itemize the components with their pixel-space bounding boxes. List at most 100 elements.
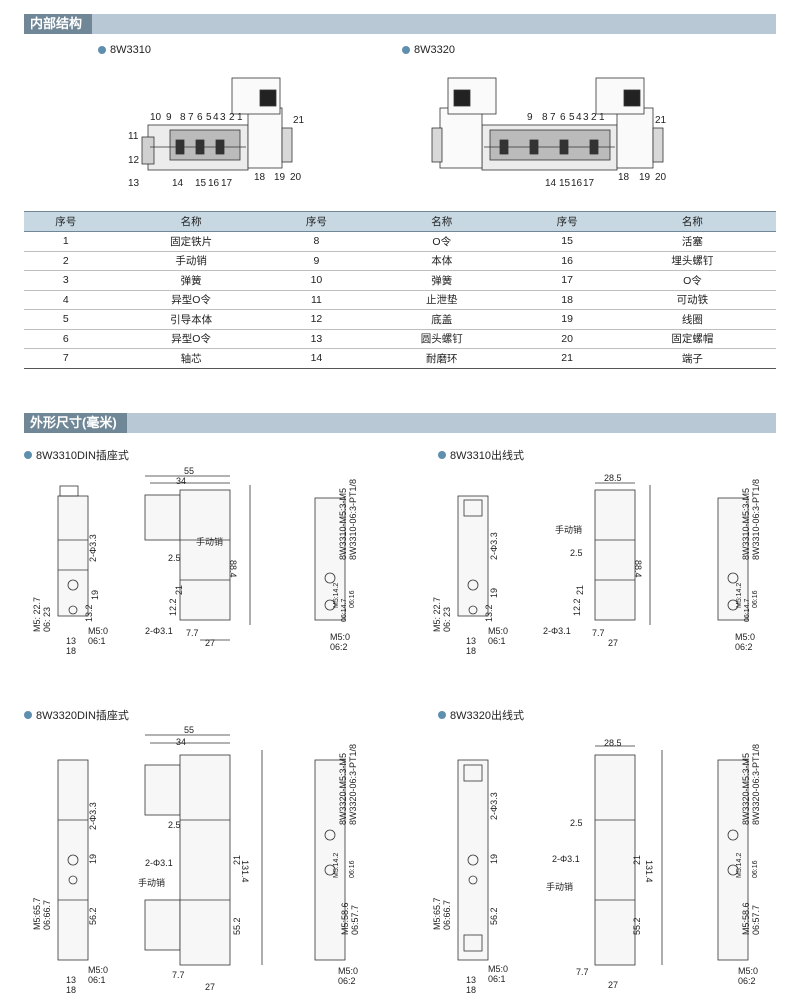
svg-text:14: 14	[545, 178, 557, 189]
svg-text:3: 3	[583, 112, 589, 123]
callout-12: 12	[128, 155, 140, 166]
svg-text:2-Φ3.1: 2-Φ3.1	[552, 854, 580, 864]
svg-text:15: 15	[559, 178, 571, 189]
callout-2: 2	[229, 112, 235, 123]
svg-text:5: 5	[569, 112, 575, 123]
bullet-icon	[24, 451, 32, 459]
svg-text:28.5: 28.5	[604, 738, 622, 748]
bullet-icon	[402, 46, 410, 54]
svg-text:8W3320-M5:3-M5: 8W3320-M5:3-M5	[741, 753, 751, 825]
svg-text:21: 21	[174, 585, 184, 595]
model-label-8w3310: 8W3310	[98, 44, 151, 56]
dim-7-7: 7.7	[186, 628, 199, 638]
svg-text:13: 13	[466, 636, 476, 646]
table-header-row: 序号 名称 序号 名称 序号 名称	[24, 211, 776, 232]
svg-text:88.4: 88.4	[633, 560, 643, 578]
svg-text:8W3310-06:3-PT1/8: 8W3310-06:3-PT1/8	[751, 479, 761, 560]
svg-text:M5:0: M5:0	[488, 626, 508, 636]
svg-text:06:2: 06:2	[338, 976, 356, 986]
svg-text:18: 18	[66, 985, 76, 995]
svg-text:21: 21	[232, 855, 242, 865]
svg-text:06:2: 06:2	[738, 976, 756, 986]
svg-text:2.5: 2.5	[570, 818, 583, 828]
svg-text:06:2: 06:2	[735, 642, 753, 652]
svg-text:M5:65.7: M5:65.7	[32, 897, 42, 930]
svg-text:M5:65.7: M5:65.7	[432, 897, 442, 930]
svg-text:06:1: 06:1	[488, 636, 506, 646]
dimensions-section-bar: 外形尺寸(毫米)	[24, 413, 776, 433]
svg-text:8W3310-M5:3-M5: 8W3310-M5:3-M5	[338, 488, 348, 560]
svg-text:7.7: 7.7	[592, 628, 605, 638]
svg-text:手动销: 手动销	[546, 881, 573, 892]
callout-13: 13	[128, 178, 140, 189]
svg-text:06:14.7: 06:14.7	[341, 599, 348, 622]
view-label: 8W3310DIN插座式	[24, 447, 129, 463]
svg-text:M5: 22.7: M5: 22.7	[32, 597, 42, 632]
svg-text:12.2: 12.2	[168, 598, 178, 616]
svg-text:28.5: 28.5	[604, 473, 622, 483]
svg-text:M5:0: M5:0	[88, 965, 108, 975]
drawing-3310-wire-port	[717, 497, 749, 621]
svg-text:13: 13	[466, 975, 476, 985]
svg-text:13.2: 13.2	[84, 604, 94, 622]
svg-text:13: 13	[66, 636, 76, 646]
svg-text:8: 8	[542, 112, 548, 123]
svg-text:M5:0: M5:0	[330, 632, 350, 642]
drawing-3310-wire-front	[457, 495, 489, 617]
svg-text:06:16: 06:16	[752, 860, 759, 878]
svg-text:8W3320-06:3-PT1/8: 8W3320-06:3-PT1/8	[348, 744, 358, 825]
drawing-3310-din-side	[144, 475, 251, 641]
svg-text:M5:14.2: M5:14.2	[736, 583, 743, 608]
manual-pin-label: 手动销	[196, 536, 223, 547]
drawing-3320-wire-front	[457, 759, 489, 961]
svg-text:20: 20	[655, 172, 667, 183]
svg-text:M5:58.6: M5:58.6	[741, 902, 751, 935]
dim-34: 34	[176, 476, 186, 486]
callout-5: 5	[206, 112, 212, 123]
svg-text:4: 4	[576, 112, 582, 123]
svg-text:1: 1	[599, 112, 605, 123]
callout-16: 16	[208, 178, 220, 189]
svg-text:06:1: 06:1	[88, 975, 106, 985]
dim-phi31: 2-Φ3.1	[145, 626, 173, 636]
svg-text:2: 2	[591, 112, 597, 123]
callout-14: 14	[172, 178, 184, 189]
svg-text:55.2: 55.2	[632, 917, 642, 935]
dim-88-4: 88.4	[228, 560, 238, 578]
drawing-3320-din-port	[314, 759, 346, 961]
svg-text:06:14.7: 06:14.7	[744, 599, 751, 622]
svg-text:19: 19	[489, 854, 499, 864]
svg-text:M5:14.2: M5:14.2	[736, 853, 743, 878]
cross-section-8w3310	[141, 77, 293, 171]
svg-text:131.4: 131.4	[240, 860, 250, 883]
dimensions-section-title: 外形尺寸(毫米)	[24, 413, 127, 433]
svg-text:2-Φ3.1: 2-Φ3.1	[543, 626, 571, 636]
callout-21: 21	[293, 115, 305, 126]
callout-20: 20	[290, 172, 302, 183]
svg-text:34: 34	[176, 737, 186, 747]
cross-section-8w3320	[431, 77, 664, 171]
svg-text:06:16: 06:16	[752, 590, 759, 608]
svg-text:手动销: 手动销	[138, 877, 165, 888]
svg-text:M5:14.2: M5:14.2	[333, 583, 340, 608]
drawing-3320-wire-side	[594, 745, 663, 966]
bullet-icon	[438, 711, 446, 719]
svg-text:8W3320-06:3-PT1/8: 8W3320-06:3-PT1/8	[751, 744, 761, 825]
svg-text:19: 19	[88, 854, 98, 864]
svg-text:M5:0: M5:0	[88, 626, 108, 636]
drawing-3320-din-front	[57, 759, 89, 961]
view-label: 8W3310出线式	[438, 447, 524, 463]
svg-text:06:16: 06:16	[349, 860, 356, 878]
svg-text:06:66.7: 06:66.7	[442, 900, 452, 930]
structure-section-bar: 内部结构	[24, 14, 776, 34]
svg-text:2.5: 2.5	[570, 548, 583, 558]
svg-text:06: 23: 06: 23	[42, 607, 52, 632]
dim-2-5: 2.5	[168, 553, 181, 563]
drawing-3320-wire-port	[717, 759, 749, 961]
svg-text:手动销: 手动销	[555, 524, 582, 535]
